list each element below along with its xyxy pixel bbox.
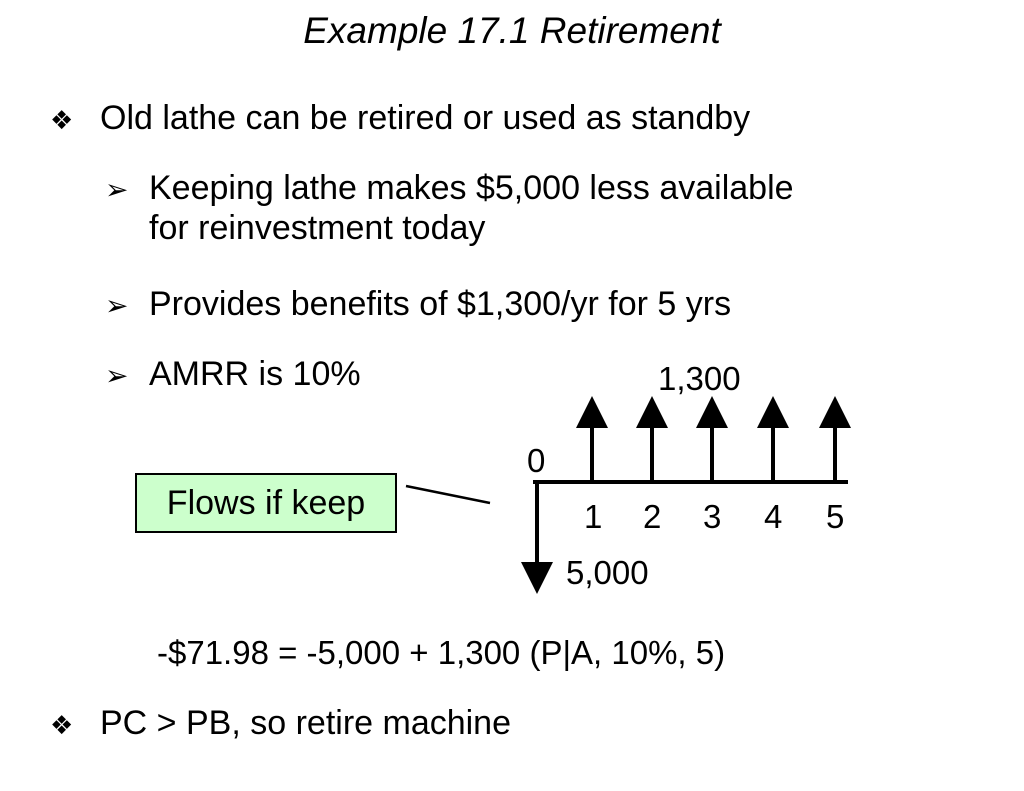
outflow-amount-label: 5,000 (566, 554, 649, 591)
arrow-bullet-icon: ➢ (105, 174, 129, 205)
sub-bullet-2-text: Provides benefits of $1,300/yr for 5 yrs (149, 285, 732, 323)
bullet-1-text: Old lathe can be retired or used as stan… (100, 99, 751, 137)
bullet-1: ❖ Old lathe can be retired or used as sta… (50, 98, 750, 140)
slide-title: Example 17.1 Retirement (303, 10, 721, 51)
inflow-amount-label: 1,300 (658, 360, 741, 397)
diamond-bullet-icon: ❖ (50, 105, 74, 135)
sub-bullet-3-text: AMRR is 10% (149, 355, 361, 393)
callout-leader-line (405, 484, 491, 505)
sub-bullet-2: ➢ Provides benefits of $1,300/yr for 5 yr… (105, 284, 731, 326)
period-label-5: 5 (826, 498, 845, 535)
bullet-2-text: PC > PB, so retire machine (100, 704, 512, 742)
time-zero-label: 0 (527, 442, 546, 479)
sub-bullet-1-line1: Keeping lathe makes $5,000 less availabl… (149, 169, 794, 207)
arrow-bullet-icon: ➢ (105, 290, 129, 321)
flows-if-keep-callout: Flows if keep (135, 473, 397, 533)
period-label-1: 1 (584, 498, 603, 535)
period-label-2: 2 (643, 498, 662, 535)
sub-bullet-1-line2: for reinvestment today (149, 209, 486, 247)
sub-bullet-1: ➢ Keeping lathe makes $5,000 less availa… (105, 168, 794, 248)
pw-formula: -$71.98 = -5,000 + 1,300 (P|A, 10%, 5) (157, 634, 726, 671)
bullet-2: ❖ PC > PB, so retire machine (50, 703, 511, 745)
arrow-bullet-icon: ➢ (105, 360, 129, 391)
sub-bullet-3: ➢ AMRR is 10% (105, 354, 361, 396)
diamond-bullet-icon: ❖ (50, 710, 74, 740)
period-label-3: 3 (703, 498, 722, 535)
period-label-4: 4 (764, 498, 783, 535)
